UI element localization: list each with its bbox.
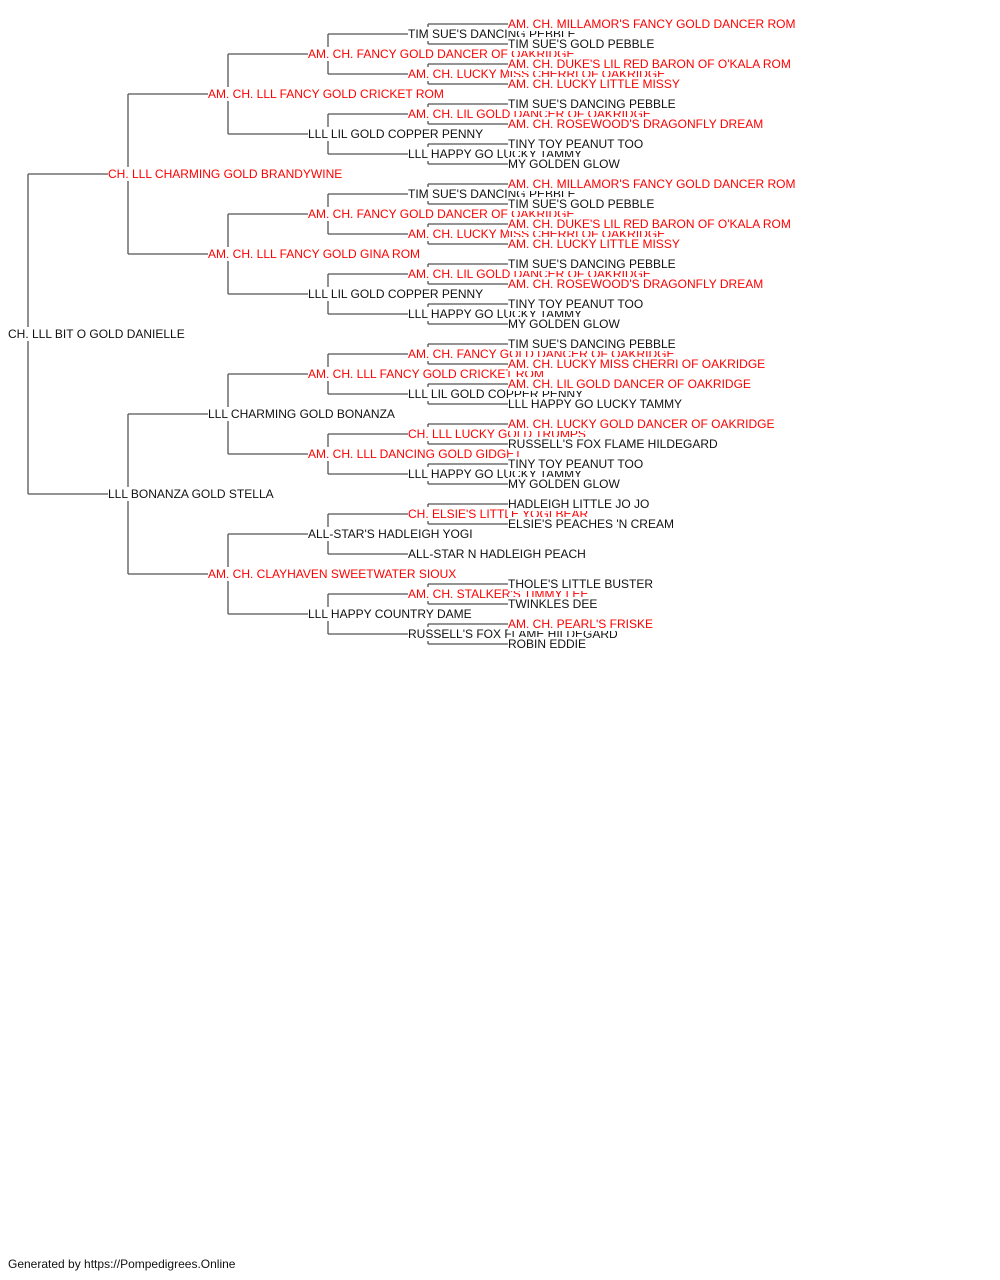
ancestor-name: AM. CH. LUCKY MISS CHERRI OF OAKRIDGE	[508, 357, 766, 371]
ancestor-name: LLL HAPPY COUNTRY DAME	[308, 607, 472, 621]
ancestor-name: LLL BONANZA GOLD STELLA	[108, 487, 274, 501]
ancestor-name: AM. CH. FANCY GOLD DANCER OF OAKRIDGE	[308, 47, 575, 61]
ancestor-name: AM. CH. LUCKY GOLD DANCER OF OAKRIDGE	[508, 417, 775, 431]
ancestor-name: CH. LLL CHARMING GOLD BRANDYWINE	[108, 167, 343, 181]
ancestor-name: MY GOLDEN GLOW	[508, 157, 620, 171]
ancestor-name: AM. CH. PEARL'S FRISKE	[508, 617, 653, 631]
ancestor-name: AM. CH. MILLAMOR'S FANCY GOLD DANCER ROM	[508, 177, 796, 191]
ancestor-name: THOLE'S LITTLE BUSTER	[508, 577, 653, 591]
ancestor-name: AM. CH. LUCKY LITTLE MISSY	[508, 77, 680, 91]
ancestor-name: MY GOLDEN GLOW	[508, 477, 620, 491]
ancestor-name: LLL LIL GOLD COPPER PENNY	[308, 287, 484, 301]
ancestor-name: AM. CH. LLL FANCY GOLD CRICKET ROM	[208, 87, 444, 101]
ancestor-name: TIM SUE'S DANCING PEBBLE	[508, 97, 676, 111]
generated-by-footer: Generated by https://Pompedigrees.Online	[8, 1257, 236, 1271]
subject-dog-name: CH. LLL BIT O GOLD DANIELLE	[8, 327, 185, 341]
ancestor-name: LLL LIL GOLD COPPER PENNY	[308, 127, 484, 141]
ancestor-name: TIM SUE'S DANCING PEBBLE	[508, 337, 676, 351]
ancestor-name: AM. CH. FANCY GOLD DANCER OF OAKRIDGE	[308, 207, 575, 221]
ancestor-name: LLL CHARMING GOLD BONANZA	[208, 407, 395, 421]
ancestor-name: HADLEIGH LITTLE JO JO	[508, 497, 650, 511]
ancestor-name: LLL HAPPY GO LUCKY TAMMY	[508, 397, 683, 411]
ancestor-name: TIM SUE'S GOLD PEBBLE	[508, 197, 655, 211]
ancestor-name: TIM SUE'S GOLD PEBBLE	[508, 37, 655, 51]
ancestor-name: ALL-STAR'S HADLEIGH YOGI	[308, 527, 473, 541]
ancestor-name: ALL-STAR N HADLEIGH PEACH	[408, 547, 586, 561]
ancestor-name: TINY TOY PEANUT TOO	[508, 297, 644, 311]
ancestor-name: AM. CH. LLL FANCY GOLD CRICKET ROM	[308, 367, 544, 381]
ancestor-name: AM. CH. LLL DANCING GOLD GIDGET	[308, 447, 522, 461]
ancestor-name: AM. CH. LUCKY LITTLE MISSY	[508, 237, 680, 251]
ancestor-name: AM. CH. CLAYHAVEN SWEETWATER SIOUX	[208, 567, 457, 581]
ancestor-name: AM. CH. ROSEWOOD'S DRAGONFLY DREAM	[508, 117, 764, 131]
ancestor-name: AM. CH. LLL FANCY GOLD GINA ROM	[208, 247, 421, 261]
ancestor-name: TIM SUE'S DANCING PEBBLE	[508, 257, 676, 271]
ancestor-name: TINY TOY PEANUT TOO	[508, 137, 644, 151]
ancestor-name: AM. CH. DUKE'S LIL RED BARON OF O'KALA R…	[508, 57, 791, 71]
ancestor-name: MY GOLDEN GLOW	[508, 317, 620, 331]
ancestor-name: ELSIE'S PEACHES 'N CREAM	[508, 517, 674, 531]
ancestor-name: TWINKLES DEE	[508, 597, 598, 611]
ancestor-name: AM. CH. DUKE'S LIL RED BARON OF O'KALA R…	[508, 217, 791, 231]
ancestor-name: RUSSELL'S FOX FLAME HILDEGARD	[508, 437, 718, 451]
ancestor-name: AM. CH. ROSEWOOD'S DRAGONFLY DREAM	[508, 277, 764, 291]
ancestor-name: AM. CH. LIL GOLD DANCER OF OAKRIDGE	[508, 377, 751, 391]
ancestor-name: AM. CH. MILLAMOR'S FANCY GOLD DANCER ROM	[508, 17, 796, 31]
ancestor-name: ROBIN EDDIE	[508, 637, 587, 651]
ancestor-name: TINY TOY PEANUT TOO	[508, 457, 644, 471]
